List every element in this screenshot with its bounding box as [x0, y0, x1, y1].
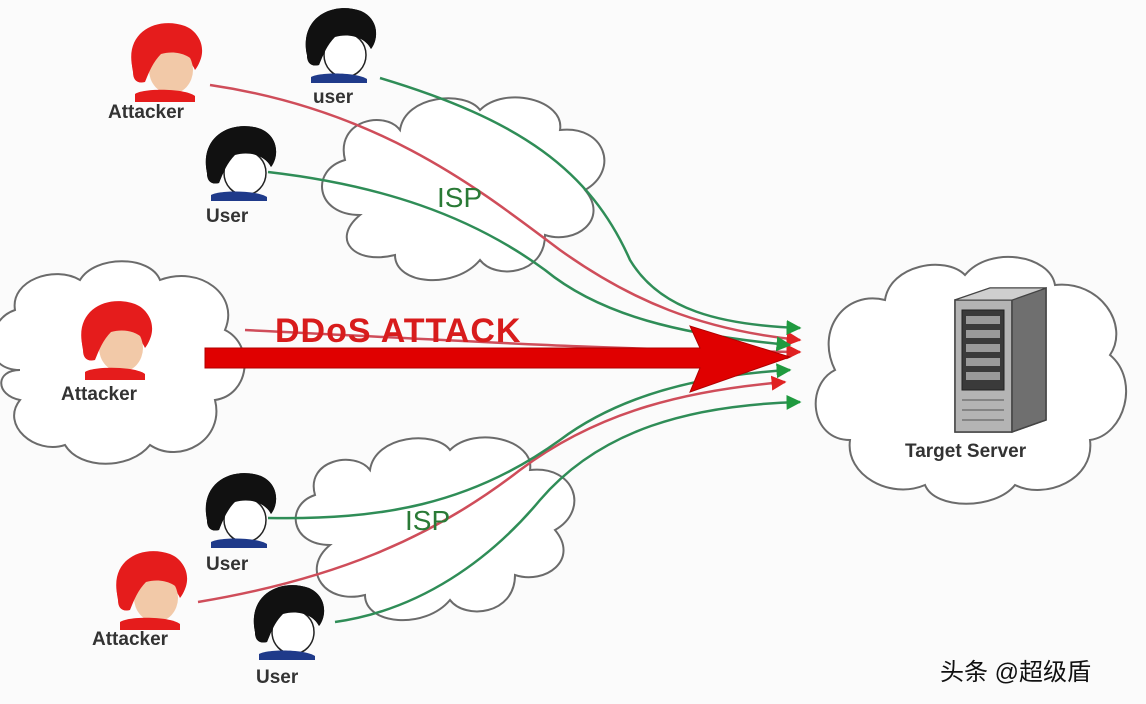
- user-icon-top: [305, 8, 377, 83]
- attacker-label-bottom: Attacker: [92, 629, 169, 650]
- isp-label-upper: ISP: [437, 182, 482, 213]
- user-line-top: [379, 76, 802, 335]
- attacker-label-top: Attacker: [108, 102, 185, 123]
- watermark-text: 头条 @超级盾: [940, 659, 1091, 686]
- ddos-attack-label: DDoS ATTACK: [275, 312, 521, 350]
- user-label-lower: User: [206, 554, 249, 575]
- isp-cloud-upper: [321, 96, 606, 281]
- attack-line-top: [209, 83, 802, 347]
- user-label-top: user: [313, 87, 354, 108]
- ddos-attack-arrow: [204, 325, 792, 393]
- attacker-icon-top: [131, 23, 203, 102]
- attack-line-bottom: [197, 375, 787, 604]
- user-icon-upper: [205, 126, 277, 201]
- isp-label-lower: ISP: [405, 505, 450, 536]
- user-label-bottom: User: [256, 667, 299, 688]
- server-icon: [954, 286, 1047, 434]
- user-line-bottom: [334, 394, 802, 624]
- user-icon-lower: [205, 473, 277, 548]
- attacker-label-center: Attacker: [61, 384, 138, 405]
- user-icon-bottom: [253, 585, 325, 660]
- user-label-upper: User: [206, 206, 249, 227]
- target-server-label: Target Server: [905, 441, 1027, 462]
- attacker-icon-bottom: [116, 551, 188, 630]
- attacker-icon-center: [81, 301, 153, 380]
